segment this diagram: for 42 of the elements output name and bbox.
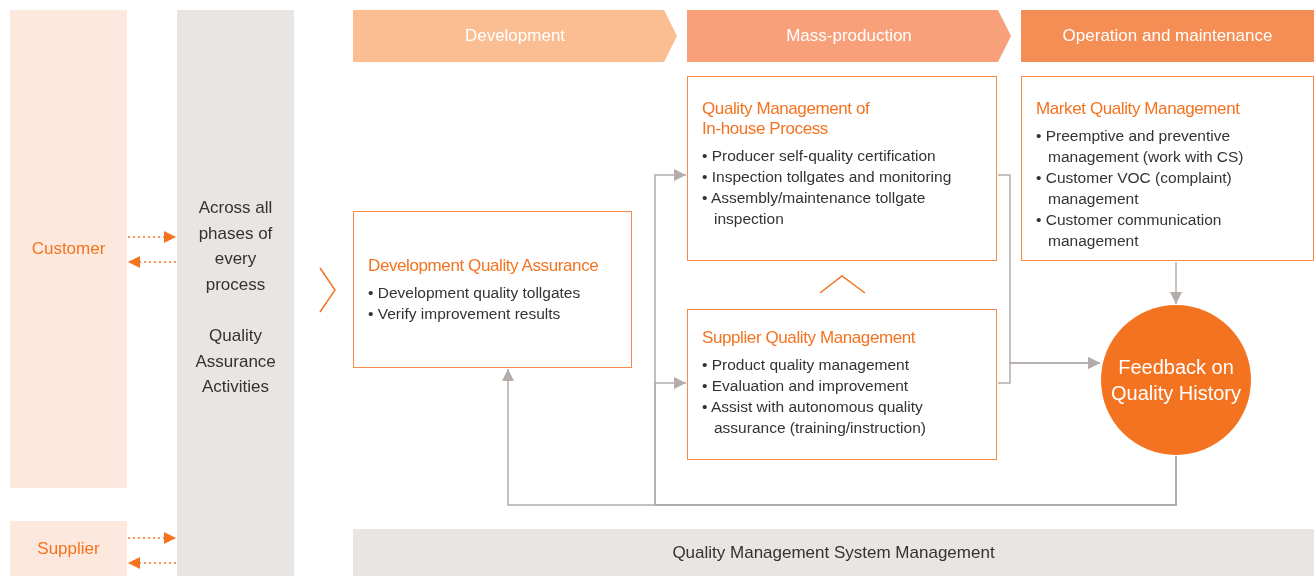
arrow xyxy=(127,557,177,569)
phase-label: Mass-production xyxy=(786,26,912,46)
arrow xyxy=(654,377,1177,506)
column-label: Quality Assurance Activities xyxy=(195,325,276,398)
list-item: • Customer communication management xyxy=(1036,210,1223,251)
list-item: • Development quality tollgates xyxy=(368,282,582,303)
process-box xyxy=(687,76,997,261)
list-item: • Inspection tollgates and monitoring xyxy=(702,167,953,187)
box-heading: Quality Management of In-house Process xyxy=(702,99,871,139)
arrow xyxy=(127,532,177,544)
list-item: • Preemptive and preventive management (work with CS) xyxy=(1036,126,1245,167)
process-box xyxy=(687,309,997,460)
list-item: • Customer VOC (complaint) management xyxy=(1036,168,1233,209)
panel-label: Supplier xyxy=(37,538,100,559)
arrow xyxy=(127,231,177,243)
process-box xyxy=(353,211,632,368)
list-item: • Product quality management xyxy=(702,355,911,375)
arrow xyxy=(997,357,1101,384)
arrow xyxy=(127,256,177,268)
phase-label: Development xyxy=(464,26,566,46)
box-heading: Development Quality Assurance xyxy=(368,255,600,276)
activity-column xyxy=(177,10,294,576)
box-heading: Market Quality Management xyxy=(1036,99,1241,119)
list-item: • Evaluation and improvement xyxy=(702,376,910,396)
list-item: • Producer self-quality certification xyxy=(702,146,937,166)
panel-label: Customer xyxy=(31,239,106,259)
bar-label: Quality Management System Management xyxy=(672,542,995,563)
list-item: • Verify improvement results xyxy=(368,303,562,324)
arrow xyxy=(1170,261,1182,305)
phase-band xyxy=(1021,10,1314,62)
phase-band xyxy=(687,10,1011,62)
system-bar xyxy=(353,529,1314,576)
circle-label: Feedback on Quality History xyxy=(1110,355,1242,406)
stakeholder-panel xyxy=(10,521,127,576)
list-item: • Assembly/maintenance tollgate inspection xyxy=(702,188,927,229)
box-heading: Supplier Quality Management xyxy=(702,328,917,348)
column-label: Across all phases of every process xyxy=(197,197,274,296)
stakeholder-panel xyxy=(10,10,127,488)
process-box xyxy=(1021,76,1314,261)
list-item: • Assist with autonomous quality assurance (training/instruction) xyxy=(702,397,927,438)
phase-band xyxy=(353,10,677,62)
phase-label: Operation and maintenance xyxy=(1062,26,1273,46)
